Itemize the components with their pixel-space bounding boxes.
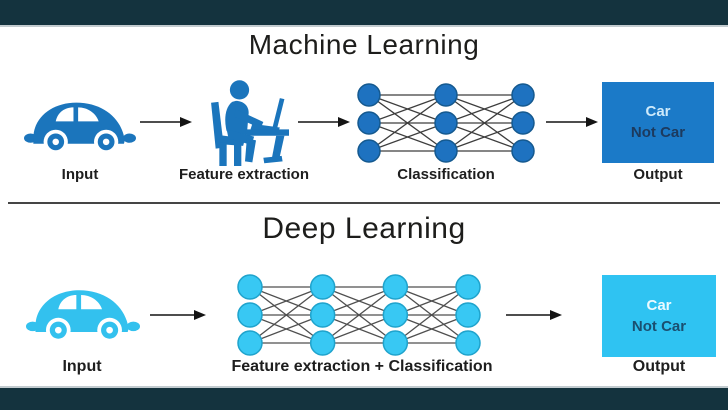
ml-output-box: Car Not Car [602, 82, 714, 163]
arrow-icon [150, 310, 206, 320]
dl-feature-classification-label: Feature extraction + Classification [231, 358, 493, 375]
dl-output-label: Output [632, 358, 686, 375]
section-divider [8, 202, 720, 204]
top-bar [0, 0, 728, 27]
ml-output-label: Output [633, 166, 683, 183]
arrow-icon [140, 117, 192, 127]
ml-classification-label: Classification [397, 166, 495, 183]
machine-learning-title: Machine Learning [248, 29, 480, 60]
output-line-car: Car [645, 103, 671, 120]
ml-feature-extraction-label: Feature extraction [178, 166, 310, 183]
output-line-not-car: Not Car [630, 124, 686, 141]
arrow-icon [298, 117, 350, 127]
neural-network-3x3 [357, 83, 535, 163]
output-line-not-car: Not Car [631, 317, 687, 335]
ml-input-label: Input [61, 166, 99, 183]
output-line-car: Car [646, 296, 672, 314]
car-icon [24, 102, 136, 154]
car-icon [26, 290, 140, 343]
person-at-desk-icon [211, 80, 289, 166]
deep-learning-title: Deep Learning [262, 212, 466, 245]
arrow-icon [506, 310, 562, 320]
neural-network-4x3 [237, 274, 481, 356]
dl-input-label: Input [62, 358, 102, 375]
arrow-icon [546, 117, 598, 127]
dl-output-box: Car Not Car [602, 275, 716, 357]
bottom-bar [0, 386, 728, 410]
